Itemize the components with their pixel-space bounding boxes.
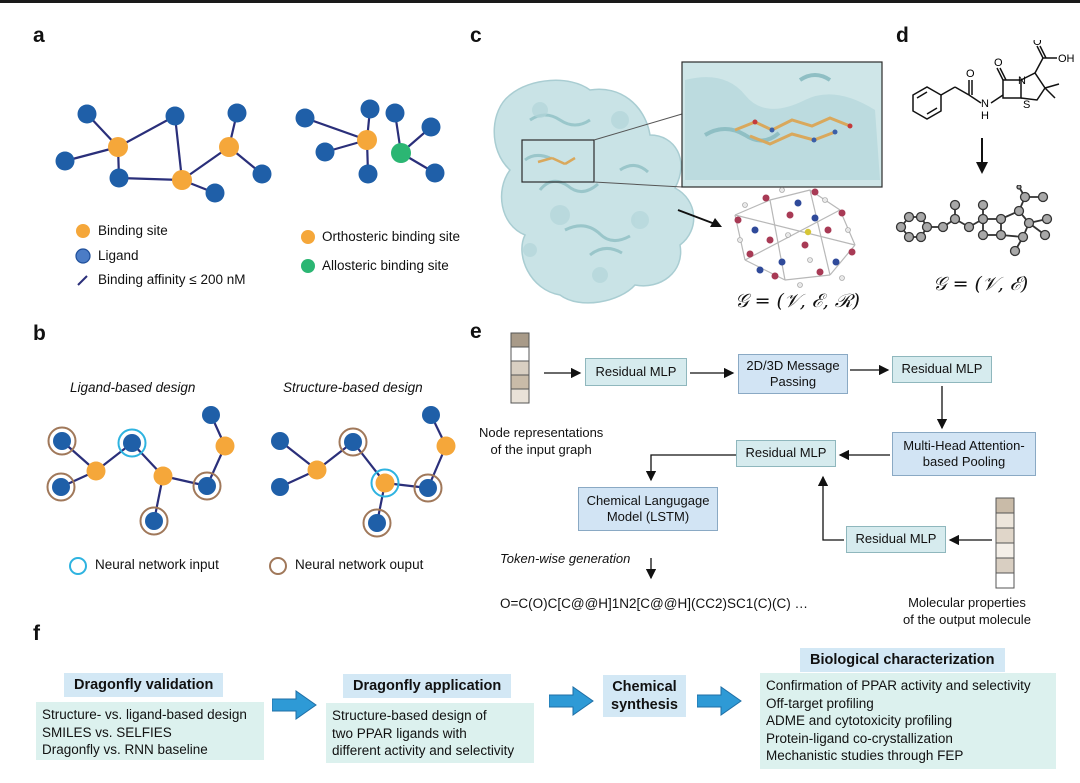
bio-item-5: Mechanistic studies through FEP [766,748,964,763]
graph-formula-d: 𝒢 = (𝒱, ℰ) [933,273,1029,295]
top-rule [0,0,1080,3]
legend-orthosteric-dot [301,230,315,244]
nn-input-label: Neural network input [95,557,219,572]
nn-output-label: Neural network ouput [295,557,424,572]
flow-arrow-1 [272,690,317,720]
legend-allosteric: Allosteric binding site [322,258,449,273]
residual-mlp-box-4: Residual MLP [846,526,946,553]
bio-item-3: ADME and cytotoxicity profiling [766,713,953,728]
legend-binding-site-dot [76,224,90,238]
legend-affinity: Binding affinity ≤ 200 nM [98,272,246,287]
bio-list: Confirmation of PPAR activity and select… [760,673,1056,769]
molecular-properties-label: Molecular properties of the output molec… [903,595,1031,627]
validation-title: Dragonfly validation [64,673,224,697]
application-text: Structure-based design of two PPAR ligan… [326,703,534,763]
atom-o1: O [966,68,975,80]
residual-mlp-box-1: Residual MLP [585,358,687,386]
validation-list: Structure- vs. ligand-based design SMILE… [36,702,264,760]
panel-label-e: e [470,320,482,343]
node-representations-label: Node representations of the input graph [479,425,604,457]
atom-h: H [981,110,989,122]
smiles-output: O=C(O)C[C@@H]1N2[C@@H](CC2)SC1(C)(C) … [500,596,808,611]
atom-oh: OH [1058,53,1075,65]
flow-arrow-2 [549,686,594,716]
residual-mlp-box-3: Residual MLP [736,440,836,467]
input-vector [510,332,530,404]
legend-allosteric-dot [301,259,315,273]
bio-title: Biological characterization [800,648,1005,672]
application-title: Dragonfly application [343,674,512,698]
panel-label-b: b [33,322,46,345]
synthesis-title: Chemical synthesis [603,675,686,717]
atom-n2: N [1018,75,1026,87]
panel-e-arrows [544,364,992,580]
message-passing-box: 2D/3D Message Passing [738,354,848,394]
legend-binding-site: Binding site [98,223,168,238]
panel-label-d: d [896,24,909,47]
residual-mlp-box-2: Residual MLP [892,356,992,383]
panel-label-a: a [33,24,45,47]
atom-o3: O [1033,40,1042,48]
molecule-graph [895,185,1053,257]
ligand-based-title: Ligand-based design [70,380,196,395]
legend-ligand-dot [75,248,91,264]
flow-arrow-3 [697,686,742,716]
graph-formula-c: 𝒢 = (𝒱, ℰ, ℛ) [735,290,860,312]
panel-b-structure-graph [271,406,456,538]
nn-input-ring [69,557,87,575]
clm-box: Chemical Langugage Model (LSTM) [578,487,718,531]
molecule-structure: O O O OH N H N S [912,40,1075,174]
bio-item-1: Confirmation of PPAR activity and select… [766,678,1031,693]
bio-item-2: Off-target profiling [766,695,874,711]
atom-o2: O [994,57,1003,69]
structure-based-title: Structure-based design [283,380,423,395]
panel-label-f: f [33,622,40,645]
output-vector [995,497,1015,589]
atom-s: S [1023,99,1030,111]
validation-item-3: Dragonfly vs. RNN baseline [42,742,208,757]
attention-pooling-box: Multi-Head Attention- based Pooling [892,432,1036,476]
protein-surface [493,61,883,304]
panel-a-graph [55,99,445,203]
panel-b-ligand-graph [46,406,235,536]
legend-affinity-line [77,275,88,286]
validation-item-1: Structure- vs. ligand-based design [42,707,247,722]
nn-output-ring [269,557,287,575]
legend-orthosteric: Orthosteric binding site [322,229,461,244]
token-wise-label: Token-wise generation [500,551,631,566]
legend-ligand: Ligand [98,248,139,263]
bio-item-4: Protein-ligand co-crystallization [766,730,953,746]
atom-n1: N [981,98,989,110]
validation-item-2: SMILES vs. SELFIES [42,724,172,740]
panel-label-c: c [470,24,482,47]
